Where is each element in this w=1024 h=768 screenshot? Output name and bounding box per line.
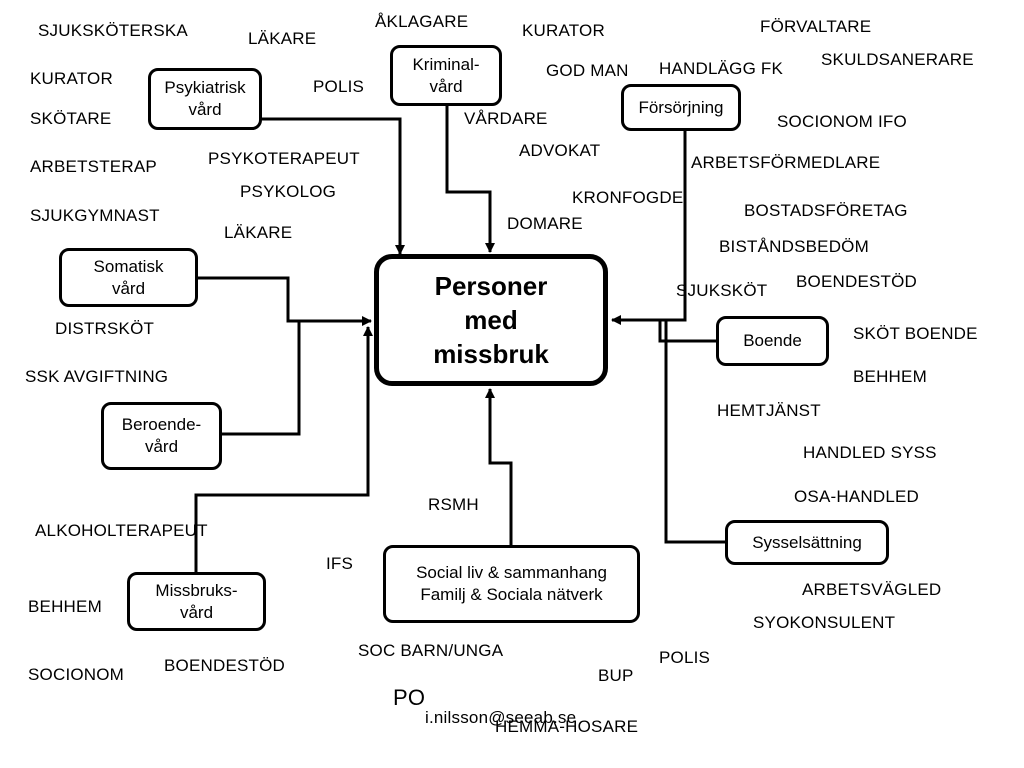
label-profession: PSYKOTERAPEUT	[208, 149, 360, 168]
label-profession: SOC BARN/UNGA	[358, 641, 504, 660]
label-profession: BOSTADSFÖRETAG	[744, 201, 908, 220]
edge-psykiatrisk	[262, 117, 405, 255]
label-profession: ARBETSFÖRMEDLARE	[691, 153, 881, 172]
label-profession: BUP	[598, 666, 634, 685]
label-profession: DISTRSKÖT	[55, 319, 155, 338]
box-missbruksvard: Missbruks- vård	[127, 572, 266, 631]
label-profession: SSK AVGIFTNING	[25, 367, 169, 386]
central-node: Personer med missbruk	[374, 254, 608, 386]
box-kriminalvard: Kriminal- vård	[390, 45, 502, 106]
label-profession: ALKOHOLTERAPEUT	[35, 521, 208, 540]
label-profession: SOCIONOM IFO	[777, 112, 907, 131]
label-profession: BOENDESTÖD	[796, 272, 918, 291]
label-profession: POLIS	[313, 77, 365, 96]
edge-beroende	[222, 321, 301, 436]
edge-somatisk	[198, 276, 372, 326]
box-social-liv: Social liv & sammanhang Familj & Sociala…	[383, 545, 640, 623]
box-boende: Boende	[716, 316, 829, 366]
label-profession: VÅRDARE	[464, 109, 548, 128]
edge-sysselsattning	[664, 320, 725, 544]
label-profession: FÖRVALTARE	[760, 17, 872, 36]
label-profession: IFS	[326, 554, 354, 573]
label-profession: ÅKLAGARE	[375, 12, 469, 31]
label-profession: OSA-HANDLED	[794, 487, 920, 506]
label-profession: HEMMA-HOSARE	[495, 717, 639, 736]
box-somatisk-vard: Somatisk vård	[59, 248, 198, 307]
footer-po: PO	[393, 685, 426, 710]
label-profession: RSMH	[428, 495, 479, 514]
footer-email: i.nilsson@seeab.se	[425, 708, 577, 727]
label-profession: GOD MAN	[546, 61, 629, 80]
edge-boende	[658, 320, 717, 343]
label-profession: BOENDESTÖD	[164, 656, 286, 675]
label-profession: HEMTJÄNST	[717, 401, 821, 420]
label-profession: HANDLED SYSS	[803, 443, 937, 462]
label-profession: SJUKSKÖT	[676, 281, 768, 300]
label-profession: ARBETSTERAP	[30, 157, 157, 176]
label-profession: ARBETSVÄGLED	[802, 580, 942, 599]
label-profession: HANDLÄGG FK	[659, 59, 784, 78]
label-profession: KRONFOGDE	[572, 188, 684, 207]
edge-kriminal	[445, 106, 495, 253]
label-profession: LÄKARE	[224, 223, 293, 242]
label-profession: BEHHEM	[853, 367, 927, 386]
label-profession: SJUKGYMNAST	[30, 206, 160, 225]
label-profession: LÄKARE	[248, 29, 317, 48]
label-profession: ADVOKAT	[519, 141, 601, 160]
edge-missbruk	[194, 326, 373, 572]
label-profession: PSYKOLOG	[240, 182, 337, 201]
label-profession: SYOKONSULENT	[753, 613, 896, 632]
box-forsorjning: Försörjning	[621, 84, 741, 131]
label-profession: SKÖTARE	[30, 109, 112, 128]
label-profession: KURATOR	[30, 69, 113, 88]
label-profession: SJUKSKÖTERSKA	[38, 21, 188, 40]
label-profession: POLIS	[659, 648, 711, 667]
box-sysselsattning: Sysselsättning	[725, 520, 889, 565]
label-profession: BISTÅNDSBEDÖM	[719, 237, 869, 256]
label-profession: DOMARE	[507, 214, 583, 233]
label-profession: BEHHEM	[28, 597, 102, 616]
edge-social	[485, 388, 513, 545]
label-profession: SKULDSANERARE	[821, 50, 974, 69]
box-psykiatrisk-vard: Psykiatrisk vård	[148, 68, 262, 130]
edge-forsorjning	[611, 129, 687, 325]
box-beroendevard: Beroende- vård	[101, 402, 222, 470]
label-profession: SKÖT BOENDE	[853, 324, 978, 343]
label-profession: KURATOR	[522, 21, 605, 40]
label-profession: SOCIONOM	[28, 665, 125, 684]
